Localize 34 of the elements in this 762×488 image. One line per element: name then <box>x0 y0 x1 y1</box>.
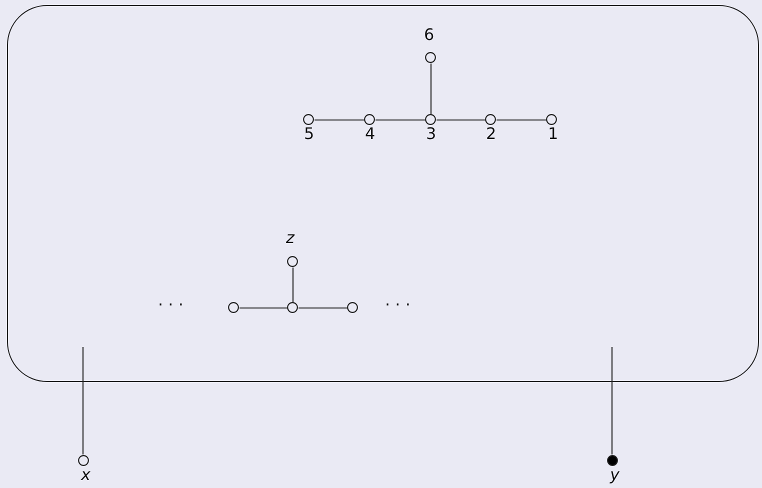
edge-line <box>82 347 84 454</box>
edge-line <box>496 119 546 121</box>
vertex-label: 5 <box>304 125 314 143</box>
vertex-circle <box>228 302 238 312</box>
ellipsis-text: · · · <box>158 296 184 314</box>
region-box <box>7 5 759 382</box>
ellipsis-text: · · · <box>385 296 410 314</box>
vertex-label: 3 <box>426 125 436 143</box>
edge-line <box>298 307 348 309</box>
vertex-label: z <box>286 229 294 247</box>
edge-line <box>240 307 288 309</box>
vertex-circle <box>78 454 88 466</box>
edge-line <box>611 347 613 454</box>
vertex-circle <box>346 302 358 312</box>
edge-line <box>436 119 486 121</box>
filled-vertex-dot <box>606 454 618 466</box>
edge-line <box>292 268 294 302</box>
edge-line <box>430 64 432 114</box>
vertex-circle <box>286 302 298 312</box>
vertex-circle <box>286 256 298 266</box>
vertex-label: 1 <box>548 125 558 143</box>
edge-line <box>376 119 426 121</box>
vertex-circle <box>424 114 436 124</box>
vertex-label: 6 <box>424 26 434 44</box>
edge-line <box>314 119 364 121</box>
vertex-circle <box>424 52 436 62</box>
vertex-label: y <box>610 466 620 484</box>
vertex-circle <box>484 114 496 124</box>
vertex-circle <box>546 114 556 124</box>
vertex-circle <box>302 114 314 124</box>
vertex-label: x <box>81 466 90 484</box>
vertex-label: 2 <box>486 125 496 143</box>
vertex-circle <box>364 114 374 124</box>
vertex-label: 4 <box>365 125 376 143</box>
